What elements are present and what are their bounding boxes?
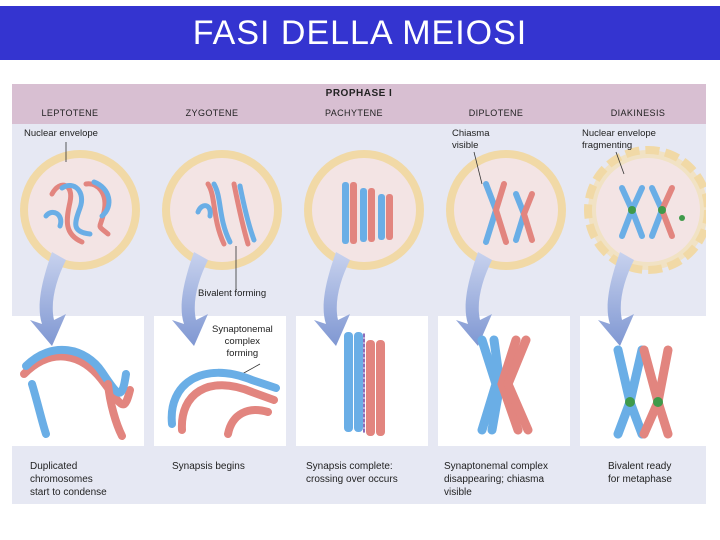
pointer-lines <box>65 142 625 375</box>
chromosome-illustration <box>20 142 706 440</box>
header-band <box>12 84 706 124</box>
annotation-bivalent-forming: Bivalent forming <box>198 288 267 299</box>
annotation-synaptonemal-complex-forming: Synaptonemal complex forming <box>212 324 273 359</box>
annotation-chiasma-visible: Chiasma visible <box>452 128 490 151</box>
stage-name-leptotene: LEPTOTENE <box>41 108 99 118</box>
leptotene-chromosomes <box>43 179 112 245</box>
stage-name-zygotene: ZYGOTENE <box>185 108 239 118</box>
phase-label: PROPHASE I <box>325 88 393 99</box>
meiosis-figure: PROPHASE I LEPTOTENE ZYGOTENE PACHYTENE … <box>12 84 712 504</box>
detail-diplotene <box>477 335 533 435</box>
page-title: FASI DELLA MEIOSI <box>192 13 528 52</box>
title-bar: FASI DELLA MEIOSI <box>0 6 720 60</box>
chiasma-mark-2 <box>653 397 663 407</box>
zygotene-chromosomes <box>195 181 257 247</box>
detail-pachytene <box>344 332 385 436</box>
detail-zygotene <box>167 368 280 438</box>
pachytene-chromosomes <box>342 182 393 244</box>
stage-name-diplotene: DIPLOTENE <box>468 108 524 118</box>
zoom-arrows <box>30 252 634 346</box>
diakinesis-chromosomes <box>619 185 685 239</box>
caption-leptotene: Duplicated chromosomes start to condense <box>30 461 107 498</box>
annotation-nuclear-envelope-fragmenting: Nuclear envelope fragmenting <box>582 128 656 151</box>
nucleus-diplotene <box>446 150 566 270</box>
detail-diakinesis <box>613 345 673 439</box>
stage-name-diakinesis: DIAKINESIS <box>610 108 666 118</box>
caption-diakinesis: Bivalent ready for metaphase <box>608 461 672 485</box>
caption-zygotene: Synapsis begins <box>172 461 245 472</box>
nucleus-diakinesis <box>584 146 706 274</box>
chiasma-mark-1 <box>625 397 635 407</box>
detail-leptotene <box>20 345 134 440</box>
caption-pachytene: Synapsis complete: crossing over occurs <box>306 461 398 485</box>
caption-diplotene: Synaptonemal complex disappearing; chias… <box>444 461 548 498</box>
annotation-nuclear-envelope: Nuclear envelope <box>24 128 98 139</box>
stage-name-pachytene: PACHYTENE <box>325 108 383 118</box>
diplotene-chromosomes <box>483 181 535 245</box>
